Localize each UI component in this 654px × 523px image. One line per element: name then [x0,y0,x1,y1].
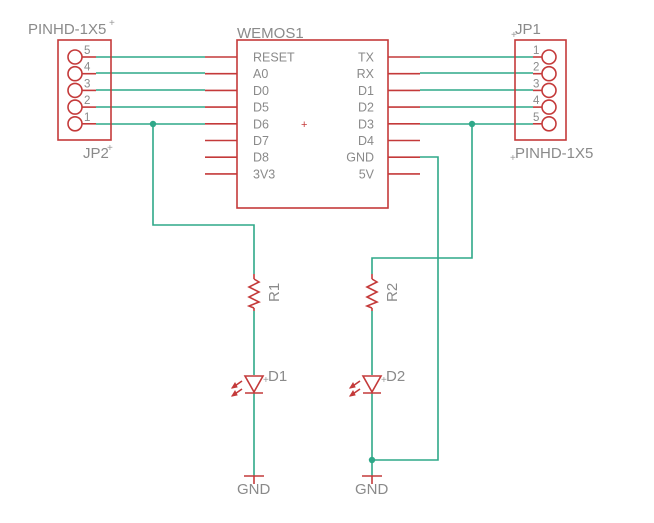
wemos-pin-label-left-7: 3V3 [253,167,275,181]
jp2-pin-ring-2 [67,82,83,99]
jp1-cross-top: + [511,30,517,41]
jp2-name-label: JP2 [83,145,109,162]
wemos-pin-label-left-1: A0 [253,67,268,81]
r1-zigzag [246,278,261,309]
wemos-pin-label-right-2: D1 [358,84,374,98]
jp2-pin-number-3: 2 [84,95,90,107]
jp2-pin-number-0: 5 [84,45,90,57]
jp2-pin-number-1: 4 [84,62,91,74]
wemos-pin-label-right-0: TX [358,51,375,65]
jp2-pin-number-4: 1 [84,112,90,124]
jp2-cross-top: + [109,18,115,29]
jp2-pin-ring-1 [67,65,83,82]
jp1-header: JP1 PINHD-1X5 + + 1 2 3 4 5 [510,21,593,164]
d1-light-arrows-icon [230,380,243,397]
jp1-pin-number-0: 1 [533,45,539,57]
r2-name-label: R2 [384,283,401,302]
junction-d3 [468,120,476,128]
d2-triangle [361,375,383,394]
wire-d6-to-r1 [152,124,255,274]
wemos-pin-label-left-0: RESET [253,51,295,65]
jp2-value-label: PINHD-1X5 [28,21,106,38]
jp2-cross-bottom: + [107,143,113,154]
jp1-pin-ring-1 [541,65,557,82]
gnd2-label: GND [355,481,389,498]
wemos-pin-label-left-5: D7 [253,134,269,148]
jp2-pin-ring-3 [67,99,83,115]
gnd-symbol-2: GND [355,475,389,498]
wire-d3-to-r2 [371,124,473,274]
jp1-name-label: JP1 [515,21,541,38]
jp2-pin-group: 5 4 3 2 1 [67,45,96,132]
jp1-pin-ring-3 [541,99,557,115]
wemos-pin-label-left-2: D0 [253,84,269,98]
jp1-pin-ring-4 [541,116,557,132]
jp2-body [57,39,112,141]
d2-cross: + [381,375,387,386]
r2-zigzag [364,278,379,309]
wemos-pin-label-right-1: RX [357,67,375,81]
jp1-body [514,39,567,141]
resistor-r2: R2 [364,274,401,311]
d2-light-arrows-icon [348,380,361,397]
wemos-pin-label-left-4: D6 [253,117,269,131]
wire-gnd-net [372,156,439,461]
d1-cross: + [263,375,269,386]
wemos-pin-label-right-5: D4 [358,134,374,148]
junction-d6 [149,120,157,128]
jp1-pin-group: 1 2 3 4 5 [533,45,557,132]
wemos-pin-label-left-6: D8 [253,151,269,165]
jp1-pin-number-3: 4 [533,95,540,107]
wemos-pin-label-right-4: D3 [358,117,374,131]
jp1-pin-number-1: 2 [533,62,539,74]
jp1-pin-number-4: 5 [533,112,539,124]
wemos-name-label: WEMOS1 [237,25,304,42]
wemos-pin-label-left-3: D5 [253,101,269,115]
d1-name-label: D1 [268,368,287,385]
wires [96,56,533,476]
resistor-r1: R1 [246,274,283,311]
gnd1-label: GND [237,481,271,498]
led-d1: D1 + [230,368,287,397]
jp2-pin-ring-0 [67,49,83,65]
jp2-pin-number-2: 3 [84,78,90,90]
led-d2: D2 + [348,368,405,397]
jp2-pin-ring-4 [67,116,83,132]
jp1-cross-bottom: + [510,153,516,164]
jp2-header: PINHD-1X5 JP2 + + 5 4 3 2 1 [28,18,115,162]
wemos-pin-label-right-3: D2 [358,101,374,115]
wemos-pin-label-right-7: 5V [359,167,375,181]
d1-triangle [243,375,265,394]
gnd-symbol-1: GND [237,475,271,498]
d2-name-label: D2 [386,368,405,385]
wemos-origin-mark: + [301,119,307,131]
jp1-value-label: PINHD-1X5 [515,145,593,162]
jp1-pin-ring-0 [541,49,557,65]
jp1-pin-number-2: 3 [533,78,539,90]
r1-name-label: R1 [266,283,283,302]
wemos-pin-label-right-6: GND [346,151,374,165]
jp1-pin-ring-2 [541,82,557,99]
